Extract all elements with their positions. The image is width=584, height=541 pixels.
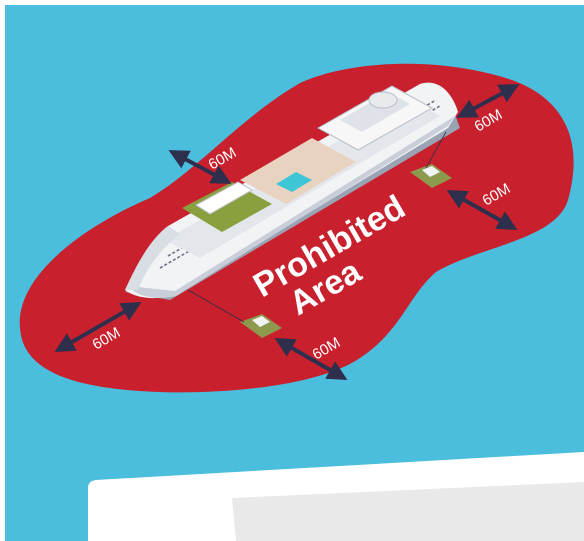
ship-dome: [369, 92, 397, 108]
